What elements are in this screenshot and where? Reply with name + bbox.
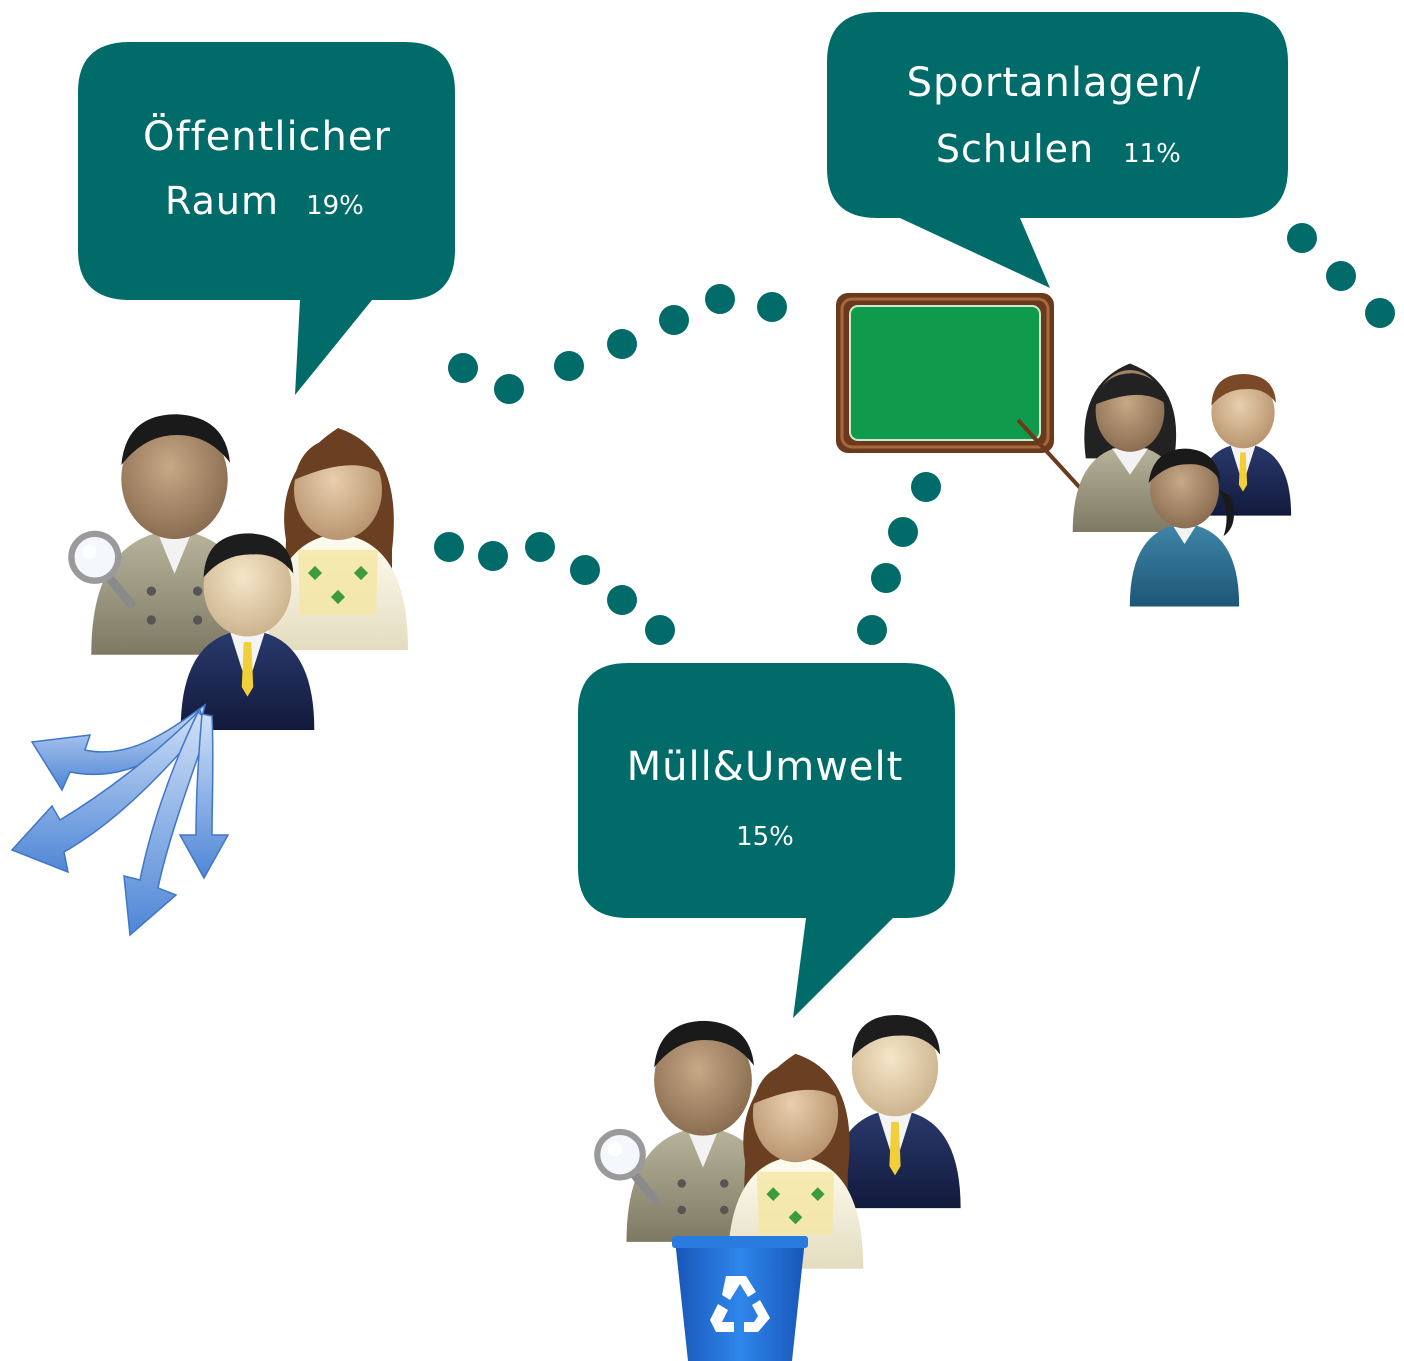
- public-space-percent: 19%: [306, 191, 364, 221]
- chalkboard-icon: [836, 293, 1084, 492]
- people-group-icon-waste-environment: [597, 1015, 961, 1269]
- people-group-icon-sports-schools: [1072, 363, 1292, 607]
- dotted-connector-public-to-sports: [448, 284, 787, 404]
- branching-arrows-icon: [10, 703, 230, 937]
- public-space-title: Öffentlicher: [143, 112, 391, 160]
- sports-schools-title: Sportanlagen/: [907, 60, 1202, 106]
- bubble-public-space: [78, 42, 455, 395]
- bubble-text-waste-environment: Müll&Umwelt 15%: [627, 744, 904, 852]
- bubble-waste-environment: [578, 663, 955, 1018]
- dotted-connector-sports-offpage: [1287, 223, 1395, 328]
- public-space-label: Raum: [165, 179, 279, 223]
- people-group-icon-public-space: [71, 414, 408, 730]
- sports-schools-percent: 11%: [1123, 139, 1181, 169]
- waste-environment-percent: 15%: [736, 822, 794, 852]
- bubble-text-sports-schools: Sportanlagen/ Schulen 11%: [907, 60, 1202, 171]
- waste-environment-title: Müll&Umwelt: [627, 744, 904, 790]
- recycle-bin-icon: [672, 1236, 808, 1361]
- dotted-connector-public-to-waste: [434, 532, 675, 645]
- bubble-text-public-space: Öffentlicher Raum 19%: [143, 112, 391, 223]
- sports-schools-label: Schulen: [936, 127, 1094, 171]
- bubble-sports-schools: [827, 12, 1288, 288]
- dotted-connector-sports-to-waste: [857, 472, 941, 645]
